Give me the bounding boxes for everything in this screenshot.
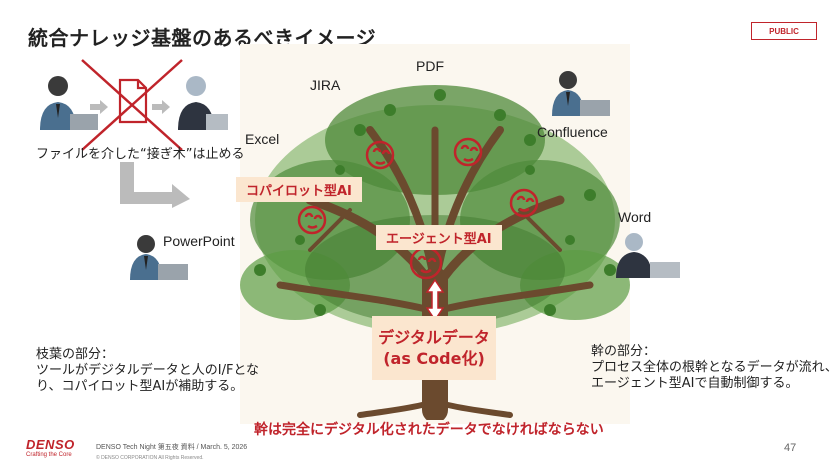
person-confluence-icon — [552, 71, 610, 116]
trunk-note: 幹の部分： プロセス全体の根幹となるデータが流れ、 エージェント型AIで自動制御… — [591, 344, 838, 392]
file-handoff-caption: ファイルを介した“接ぎ木”は止める — [36, 147, 245, 162]
footer-copyright: © DENSO CORPORATION All Rights Reserved. — [96, 455, 204, 461]
ai-agent-icons — [297, 137, 539, 280]
trunk-note-line: プロセス全体の根幹となるデータが流れ、 — [591, 360, 838, 375]
branches-note: 枝葉の部分： ツールがデジタルデータと人のI/Fとな り、コパイロット型AIが補… — [36, 347, 259, 395]
trunk-note-heading: 幹の部分： — [591, 344, 657, 359]
label-powerpoint: PowerPoint — [163, 233, 235, 249]
label-confluence: Confluence — [537, 124, 608, 140]
agent-ai-tag: エージェント型AI — [376, 225, 502, 250]
page-number: 47 — [784, 442, 797, 454]
label-word: Word — [618, 209, 652, 225]
branches-note-line: ツールがデジタルデータと人のI/Fとな — [36, 363, 260, 378]
trunk-note-line: エージェント型AIで自動制御する。 — [591, 376, 799, 391]
digital-data-subtitle: (as Code化) — [383, 349, 485, 368]
tree-illustration — [240, 85, 630, 420]
cross-out-icon — [81, 59, 183, 151]
key-message: 幹は完全にデジタル化されたデータでなければならない — [254, 422, 604, 438]
person-powerpoint-icon — [130, 235, 188, 280]
footer-event: DENSO Tech Night 第五夜 資料 / March. 5, 2026 — [96, 444, 248, 451]
file-handoff-illustration — [40, 59, 228, 151]
person-right-icon — [178, 76, 228, 130]
arrow-right-icon — [90, 100, 108, 114]
digital-data-box: デジタルデータ (as Code化) — [372, 316, 496, 380]
arrow-right-icon — [152, 100, 170, 114]
label-excel: Excel — [245, 131, 280, 147]
bend-arrow-icon — [120, 162, 190, 208]
tree-roots — [357, 402, 513, 418]
public-badge: PUBLIC — [751, 22, 817, 40]
digital-data-title: デジタルデータ — [378, 328, 490, 347]
label-pdf: PDF — [416, 58, 444, 74]
branches-note-line: り、コパイロット型AIが補助する。 — [36, 379, 244, 394]
up-down-arrow-icon — [425, 278, 445, 322]
label-jira: JIRA — [310, 77, 341, 93]
branches-note-heading: 枝葉の部分： — [36, 347, 115, 362]
denso-tagline: Crafting the Core — [26, 452, 72, 458]
person-left-icon — [40, 76, 98, 130]
person-word-icon — [616, 233, 680, 278]
copilot-ai-tag: コパイロット型AI — [236, 177, 362, 202]
denso-logo: DENSO — [26, 437, 75, 452]
